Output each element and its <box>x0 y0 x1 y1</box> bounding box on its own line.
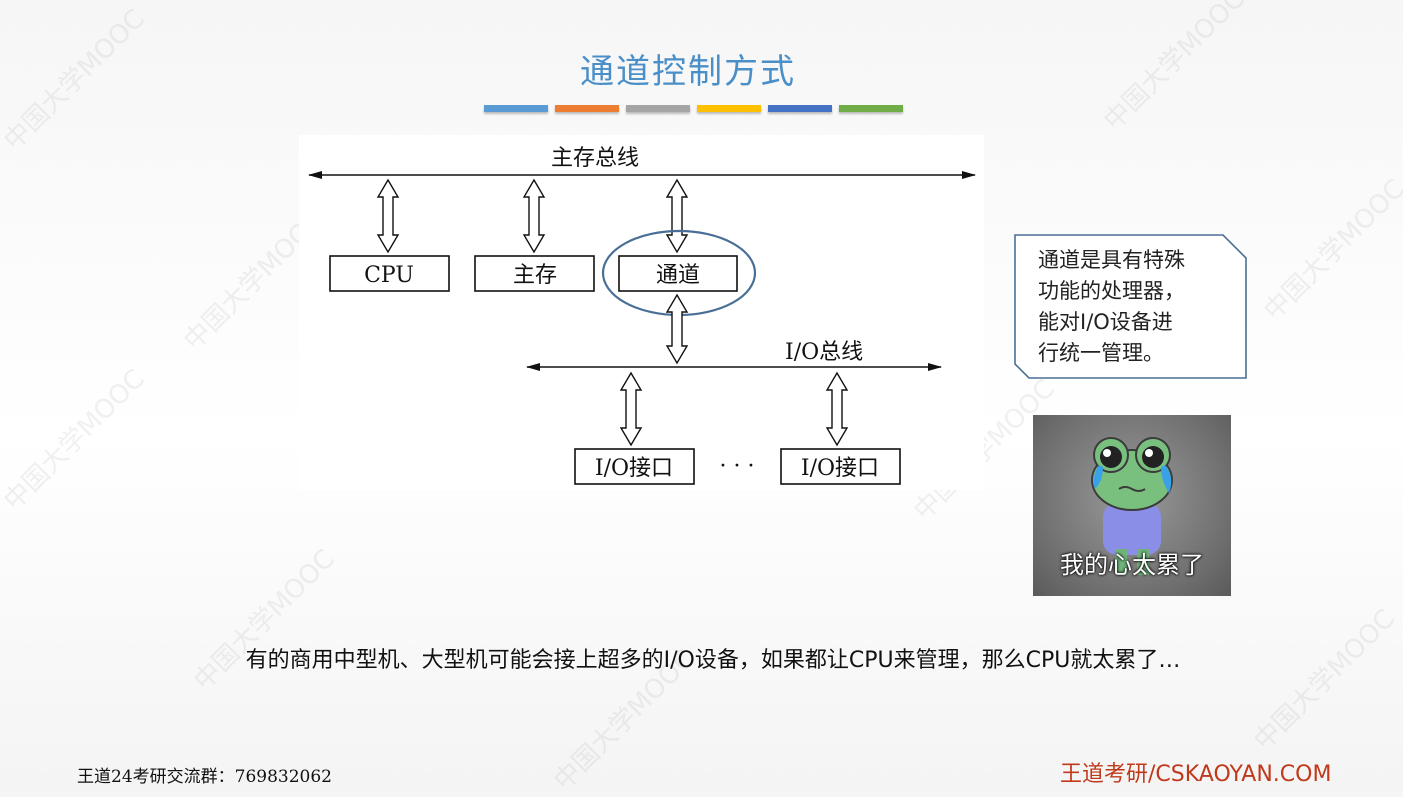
callout-text: 通道是具有特殊 功能的处理器， 能对I/O设备进 行统一管理。 <box>1038 245 1238 369</box>
accent-segment <box>626 105 690 112</box>
cpu-box <box>329 255 450 292</box>
diagram-canvas: 主存总线 CPU 主存 通道 I/O总线 I/O接口 · · · I/O接口 <box>308 146 976 485</box>
channel-architecture-diagram: 主存总线 CPU 主存 通道 I/O总线 I/O接口 · · · I/O接口 <box>299 135 984 490</box>
io-interface-1-arrow <box>619 371 643 447</box>
main-memory-box-label: 主存 <box>513 263 557 288</box>
footer-group-info: 王道24考研交流群：769832062 <box>77 767 332 787</box>
accent-color-bar <box>484 105 903 112</box>
cpu-box-label: CPU <box>364 263 414 288</box>
io-interface-2-box <box>780 448 901 485</box>
channel-box <box>618 255 738 292</box>
io-bus-label: I/O总线 <box>785 340 863 365</box>
cpu-bus-arrow <box>376 178 400 254</box>
callout-box <box>1014 234 1247 379</box>
main-memory-box <box>474 255 595 292</box>
main-sentence: 有的商用中型机、大型机可能会接上超多的I/O设备，如果都让CPU来管理，那么CP… <box>245 648 1181 673</box>
watermark: 中国大学MOOC <box>0 364 151 517</box>
accent-segment <box>555 105 619 112</box>
io-ellipsis: · · · <box>720 454 755 479</box>
channel-box-label: 通道 <box>656 263 700 288</box>
footer-brand: 王道考研/CSKAOYAN.COM <box>1060 762 1332 787</box>
frog-illustration <box>1091 437 1173 575</box>
accent-segment <box>697 105 761 112</box>
io-interface-2-arrow <box>825 371 849 447</box>
io-interface-2-label: I/O接口 <box>801 456 879 481</box>
main-bus-label: 主存总线 <box>551 146 639 171</box>
accent-segment <box>484 105 548 112</box>
io-interface-1-box <box>574 448 695 485</box>
callout-line: 功能的处理器， <box>1038 279 1185 303</box>
callout-line: 能对I/O设备进 <box>1038 310 1173 334</box>
meme-caption: 我的心太累了 <box>1060 551 1204 579</box>
watermark: 中国大学MOOC <box>1248 604 1401 757</box>
watermark: 中国大学MOOC <box>1258 174 1403 327</box>
io-interface-1-label: I/O接口 <box>595 456 673 481</box>
crying-frog-meme: 我的心太累了 <box>1033 415 1231 596</box>
callout-line: 行统一管理。 <box>1038 341 1164 365</box>
page-title: 通道控制方式 <box>580 52 796 92</box>
memory-bus-arrow <box>522 178 546 254</box>
callout-line: 通道是具有特殊 <box>1038 248 1185 272</box>
accent-segment <box>768 105 832 112</box>
channel-bus-arrow <box>665 178 689 254</box>
channel-io-bus-arrow <box>665 293 689 365</box>
accent-segment <box>839 105 903 112</box>
